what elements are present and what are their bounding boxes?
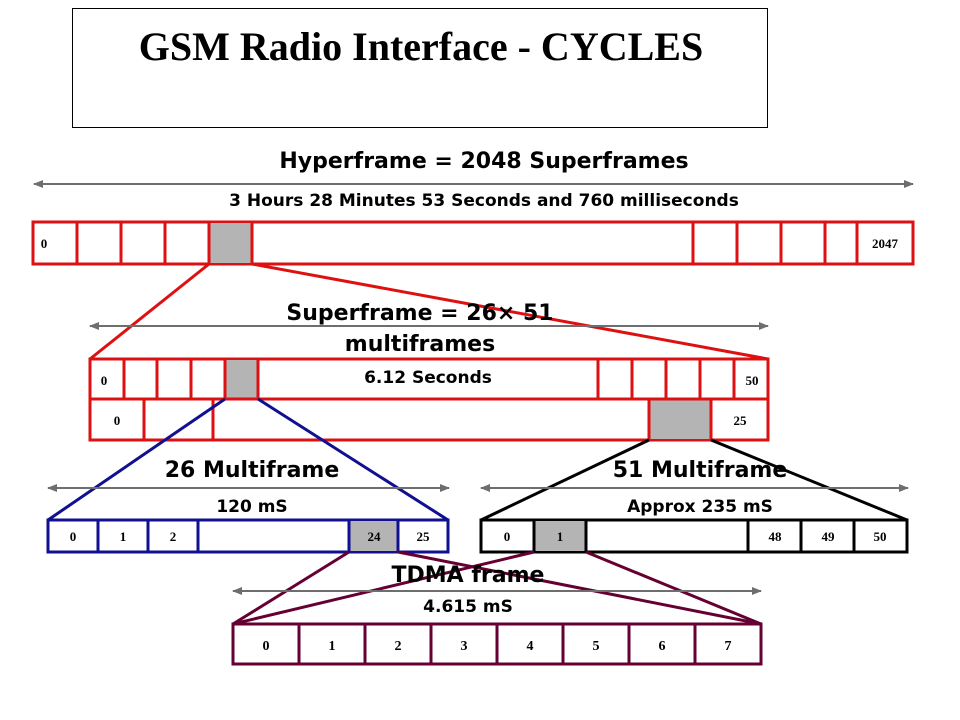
hyperframe-first-index: 0 (41, 236, 48, 251)
tdma-slot-index: 3 (461, 639, 468, 654)
hyperframe-highlight-cell (209, 223, 252, 263)
superframe-row2-last-index: 25 (734, 413, 748, 428)
tdma-slot-index: 7 (725, 639, 732, 654)
mf26-bar: 0 1 2 24 25 (46, 518, 450, 554)
superframe-label-line2: multiframes (345, 332, 495, 357)
tdma-slot-index: 4 (527, 639, 534, 654)
mf26-duration: 120 mS (216, 497, 287, 517)
mf26-highlight-cell (349, 521, 398, 551)
mf26-cell-index: 25 (417, 529, 431, 544)
superframe-row1-last-index: 50 (746, 373, 759, 388)
mf26-cell-index: 0 (70, 529, 77, 544)
mf26-label: 26 Multiframe (165, 458, 340, 483)
tdma-bar: 0 1 2 3 4 5 6 7 (231, 622, 763, 666)
hyperframe-bar: 0 2047 (31, 220, 915, 266)
mf51-zoom-line-left (480, 438, 650, 522)
hyperframe-label: Hyperframe = 2048 Superframes (279, 149, 688, 174)
superframe-row2-first-index: 0 (114, 413, 121, 428)
mf51-cell-index: 0 (504, 529, 511, 544)
mf51-label: 51 Multiframe (613, 458, 788, 483)
superframe-row1-highlight-cell (225, 360, 258, 399)
mf26-cell-index: 2 (170, 529, 177, 544)
superframe-row1-first-index: 0 (101, 373, 108, 388)
mf51-bar: 0 1 48 49 50 (479, 518, 909, 554)
hyperframe-bar-outline (31, 220, 915, 266)
mf51-cell-index: 49 (822, 529, 836, 544)
tdma-duration: 4.615 mS (423, 597, 513, 617)
mf51-duration: Approx 235 mS (627, 497, 773, 517)
superframe-label-line1: Superframe = 26× 51 (286, 301, 553, 326)
mf26-zoom-line-right (257, 397, 449, 522)
tdma-zoom-line-left-from-mf26 (232, 550, 350, 626)
tdma-slot-index: 1 (329, 639, 336, 654)
mf26-cell-index: 1 (120, 529, 127, 544)
tdma-zoom-line-right-from-mf51 (585, 550, 762, 626)
hyperframe-last-index: 2047 (872, 236, 899, 251)
tdma-slot-index: 5 (593, 639, 600, 654)
tdma-label: TDMA frame (392, 563, 545, 588)
hyperframe-zoom-line-left (89, 262, 210, 361)
tdma-slot-index: 6 (659, 639, 666, 654)
mf51-cell-index: 48 (769, 529, 783, 544)
hyperframe-duration: 3 Hours 28 Minutes 53 Seconds and 760 mi… (229, 191, 739, 211)
tdma-slot-index: 0 (263, 639, 270, 654)
mf51-cell-index: 50 (874, 529, 887, 544)
title-box: GSM Radio Interface - CYCLES (72, 8, 768, 128)
mf26-zoom-line-left (47, 397, 226, 522)
tdma-slot-index: 2 (395, 639, 402, 654)
hyperframe-zoom-line-right (251, 262, 769, 361)
page-title: GSM Radio Interface - CYCLES (138, 24, 704, 69)
superframe-row2-highlight-cell (649, 400, 711, 439)
superframe-duration: 6.12 Seconds (364, 368, 492, 388)
mf51-highlight-cell (534, 521, 586, 551)
mf51-cell-index: 1 (557, 529, 564, 544)
mf51-zoom-line-right (710, 438, 908, 522)
superframe-bar: 6.12 Seconds 0 50 0 25 (88, 357, 770, 442)
mf26-cell-index: 24 (368, 529, 382, 544)
